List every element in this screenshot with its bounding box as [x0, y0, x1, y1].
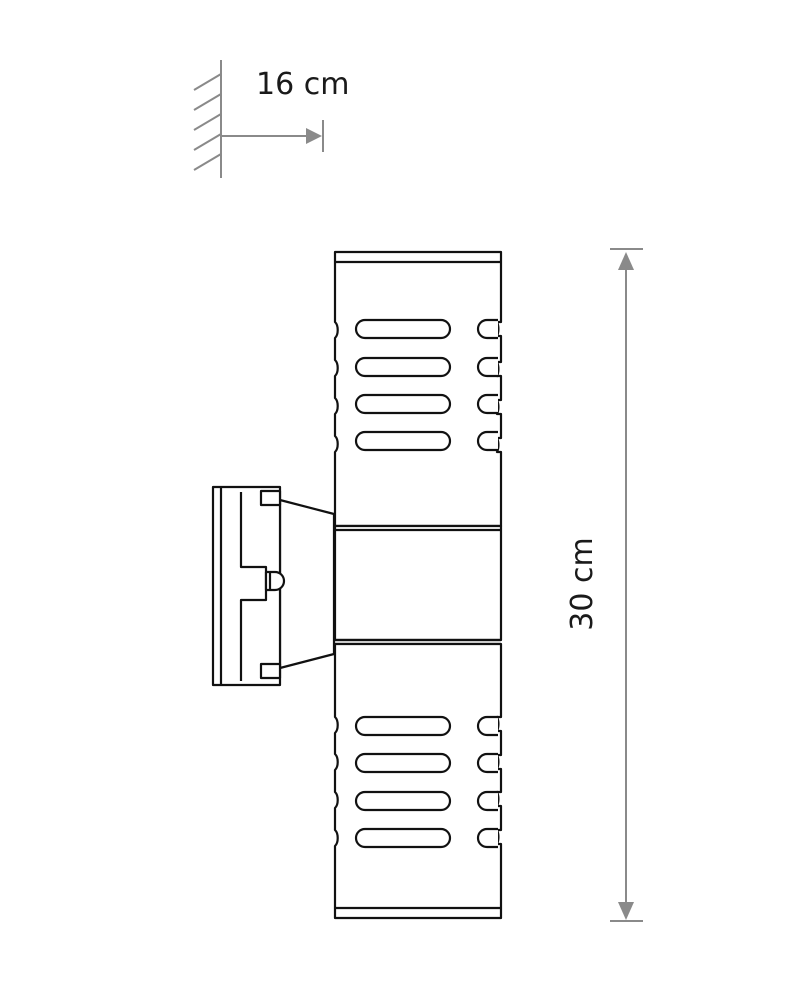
height-dimension-label: 30 cm — [565, 537, 600, 631]
wall-bracket — [211, 485, 336, 687]
upper-shade — [333, 250, 503, 528]
height-dimension-arrow — [610, 248, 643, 922]
lamp-drawing — [211, 250, 503, 920]
depth-dimension-label: 16 cm — [256, 67, 350, 102]
screw-icon — [264, 570, 286, 592]
wall-hatch-icon — [193, 60, 222, 178]
lower-shade — [333, 642, 503, 920]
middle-band — [333, 524, 503, 646]
depth-dimension-arrow — [221, 120, 324, 152]
